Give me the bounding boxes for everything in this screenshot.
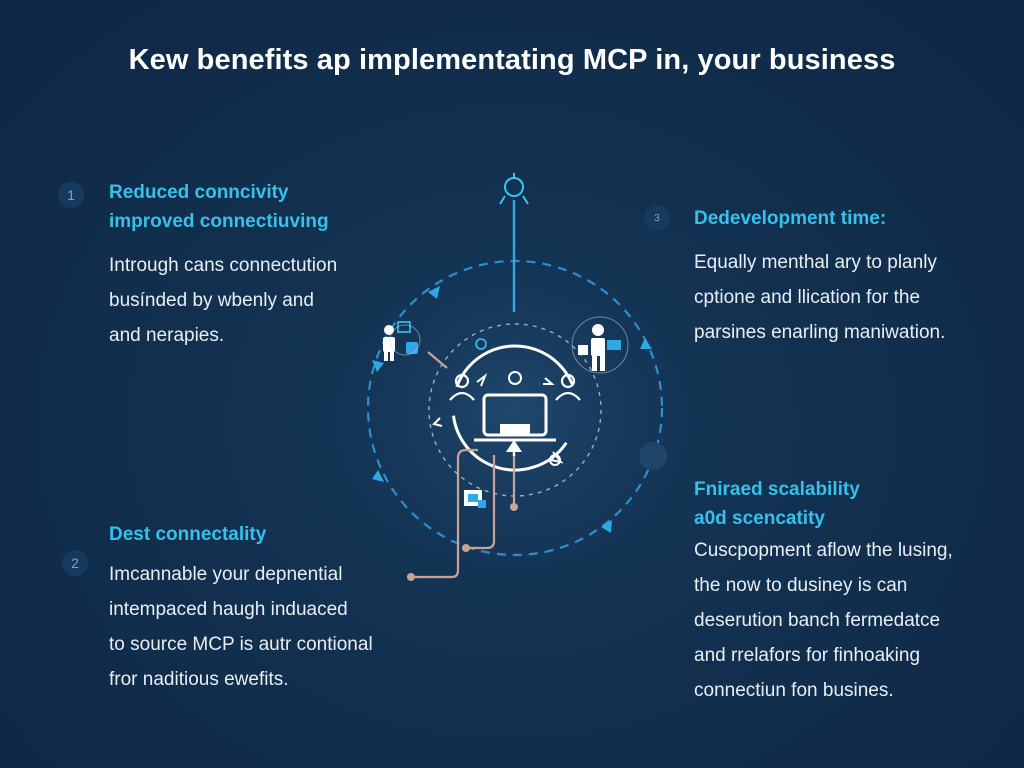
benefit-number-2: 2: [62, 550, 88, 576]
arrow-icon: [372, 470, 384, 482]
person-icon: [578, 324, 605, 371]
node-icon: [508, 371, 522, 385]
badge-icon: [406, 342, 418, 354]
benefit-heading-line: Reduced conncivity: [109, 182, 289, 203]
middle-ring: [428, 323, 602, 497]
benefit-body-line: and rrelafors for finhoaking: [694, 645, 921, 666]
benefit-heading-line: Fniraed scalability: [694, 479, 860, 500]
benefit-body-line: Intrough cans connectution: [109, 255, 338, 276]
benefit-body-line: Cuscpopment aflow the lusing,: [694, 540, 953, 561]
benefit-body-line: busínded by wbenly and: [109, 290, 314, 311]
robot-icon: [499, 173, 529, 205]
arrow-up-icon: [506, 440, 522, 452]
document-icon: [464, 490, 486, 508]
node-icon: [475, 338, 487, 350]
connector-dots: [407, 503, 518, 581]
node-icon: [549, 454, 561, 466]
benefit-body-line: parsines enarling maniwation.: [694, 322, 946, 343]
arrow-icon: [372, 360, 384, 372]
benefit-body-line: Imcannable your depnential: [109, 564, 343, 585]
benefit-body-line: the now to dusiney is can: [694, 575, 908, 596]
benefit-number-3: 3: [644, 205, 670, 231]
benefit-card-1: Reduced conncivity improved connectiuvin…: [109, 178, 337, 353]
benefit-body-line: Equally menthal ary to planly: [694, 252, 937, 273]
benefit-body-line: fror naditious ewefits.: [109, 669, 289, 690]
benefit-body-line: intempaced haugh induaced: [109, 599, 348, 620]
benefit-body-line: to source MCP is autr contional: [109, 634, 373, 655]
laptop-keyboard: [500, 424, 530, 434]
page-title: Kew benefits ap implementating MCP in, y…: [128, 44, 896, 76]
benefit-heading-line: Dest connectality: [109, 524, 267, 545]
screen-icon: [607, 340, 621, 350]
hand-icon: [639, 442, 667, 470]
arrow-icon: [601, 520, 612, 533]
benefit-heading-line: Dedevelopment time:: [694, 208, 887, 229]
benefit-heading-line: improved connectiuving: [109, 211, 329, 232]
benefit-body-line: cptione and llication for the: [694, 287, 921, 308]
ring-arrows: [372, 286, 652, 533]
benefit-body-line: and nerapies.: [109, 325, 225, 346]
diagram-glow: [325, 220, 705, 600]
bottom-connectors: [411, 351, 516, 579]
person-icon: [449, 373, 581, 401]
arrow-icon: [640, 338, 652, 349]
benefit-body-line: deserution banch fermedatce: [694, 610, 941, 631]
benefit-card-4: Fniraed scalability a0d scencatity Cuscp…: [694, 475, 953, 708]
arrow-icon: [428, 286, 440, 299]
benefit-body-line: connectiun fon busines.: [694, 680, 894, 701]
benefit-number-1: 1: [58, 182, 84, 208]
benefit-card-2: Dest connectality Imcannable your depnen…: [109, 520, 373, 697]
benefit-heading-line: a0d scencatity: [694, 508, 825, 529]
benefit-card-3: Dedevelopment time: Equally menthal ary …: [694, 204, 945, 350]
